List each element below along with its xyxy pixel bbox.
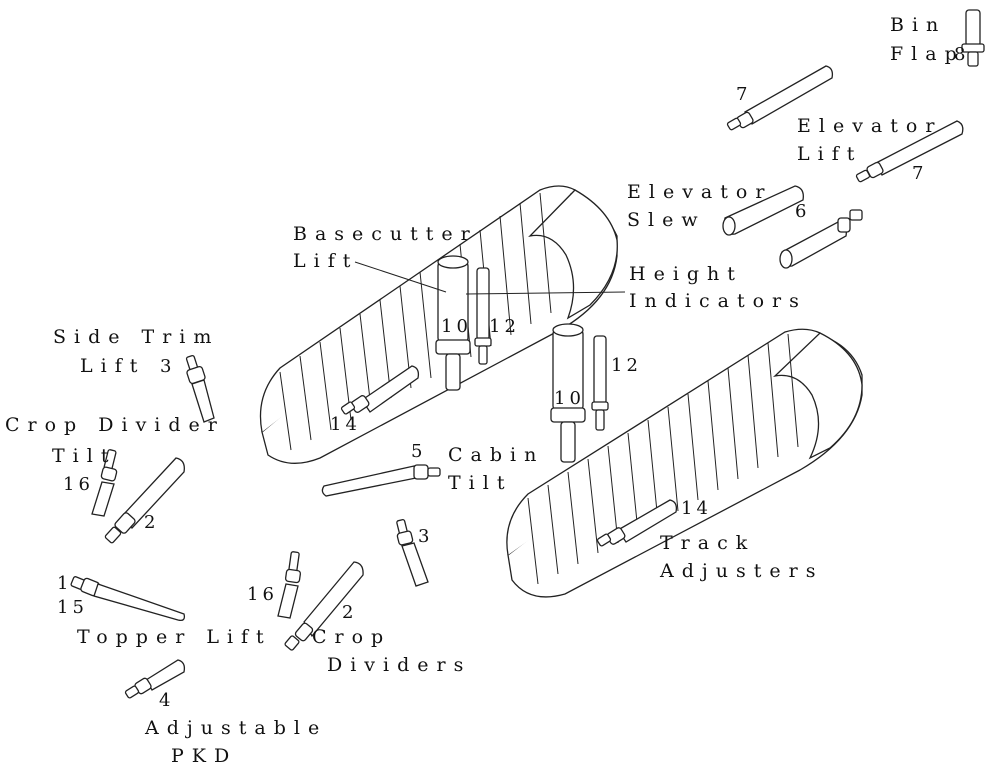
part-number-7-lower: 7	[912, 163, 927, 184]
label-basecutter-lift-1: Basecutter	[293, 223, 478, 245]
label-elevator-slew-1: Elevator	[627, 181, 772, 203]
cylinder-3-upper[interactable]	[185, 354, 215, 423]
cylinder-10-right[interactable]	[550, 323, 586, 463]
cylinder-16-left[interactable]	[91, 449, 118, 517]
label-track-adjusters-2: Adjusters	[659, 560, 823, 582]
part-number-10-left: 10	[441, 316, 472, 337]
cylinder-3-lower[interactable]	[396, 519, 429, 587]
cylinder-2-left[interactable]	[104, 457, 185, 544]
cylinder-8[interactable]	[961, 9, 985, 67]
cylinder-2-lower[interactable]	[284, 561, 364, 651]
cylinder-6-a[interactable]	[722, 185, 804, 236]
label-adjustable-pkd-1: Adjustable	[144, 717, 327, 739]
part-number-6: 6	[795, 201, 810, 222]
part-number-3-upper: 3	[160, 356, 175, 377]
cylinder-14-right[interactable]	[596, 499, 678, 547]
label-elevator-lift-2: Lift	[797, 143, 862, 165]
label-crop-divider-tilt-1: Crop Divider	[5, 414, 225, 436]
cylinder-12-left[interactable]	[474, 267, 492, 365]
cylinder-7-upper[interactable]	[726, 65, 834, 131]
cylinder-10-left[interactable]	[435, 255, 471, 391]
part-number-3-lower: 3	[418, 526, 433, 547]
label-bin-flap-2: Flap	[890, 43, 965, 65]
label-elevator-slew-2: Slew	[627, 209, 706, 231]
cylinder-16-lower[interactable]	[277, 551, 302, 619]
part-number-8: 8	[954, 44, 969, 65]
part-number-16-lower: 16	[247, 584, 278, 605]
label-height-indicators-2: Indicators	[629, 290, 807, 312]
label-basecutter-lift-2: Lift	[293, 250, 358, 272]
label-topper-lift: Topper Lift	[77, 626, 272, 648]
right-track	[506, 328, 863, 598]
cylinder-5[interactable]	[321, 464, 441, 497]
part-number-12-right: 12	[611, 355, 642, 376]
part-number-16-left: 16	[63, 474, 94, 495]
cylinder-15[interactable]	[70, 576, 186, 622]
part-number-1: 1	[57, 573, 72, 594]
label-crop-dividers-2: Dividers	[327, 654, 471, 676]
label-side-trim-lift-2: Lift	[80, 355, 145, 377]
part-number-5: 5	[411, 441, 426, 462]
label-height-indicators-1: Height	[629, 263, 743, 285]
part-number-14-right: 14	[681, 498, 712, 519]
cylinder-4[interactable]	[124, 659, 186, 699]
part-number-2-left: 2	[144, 512, 159, 533]
part-number-12-left: 12	[489, 316, 520, 337]
label-crop-dividers-1: Crop	[312, 626, 391, 648]
label-bin-flap-1: Bin	[890, 14, 946, 36]
cylinder-14-left[interactable]	[340, 365, 420, 415]
label-cabin-tilt-2: Tilt	[448, 472, 512, 494]
label-adjustable-pkd-2: PKD	[171, 745, 237, 767]
part-number-14-left: 14	[330, 414, 361, 435]
part-number-4: 4	[159, 690, 174, 711]
label-elevator-lift-1: Elevator	[797, 115, 942, 137]
part-number-15: 15	[57, 597, 88, 618]
leader-lines	[354, 261, 626, 295]
label-crop-divider-tilt-2: Tilt	[52, 445, 116, 467]
cylinder-6-b[interactable]	[779, 209, 863, 269]
cylinder-12-right[interactable]	[591, 335, 609, 431]
label-cabin-tilt-1: Cabin	[448, 444, 544, 466]
part-number-2-lower: 2	[342, 602, 357, 623]
label-side-trim-lift-1: Side Trim	[53, 326, 219, 348]
part-number-7-upper: 7	[736, 84, 751, 105]
label-track-adjusters-1: Track	[660, 532, 755, 554]
cylinder-7-lower[interactable]	[855, 120, 964, 183]
part-number-10-right: 10	[554, 388, 585, 409]
